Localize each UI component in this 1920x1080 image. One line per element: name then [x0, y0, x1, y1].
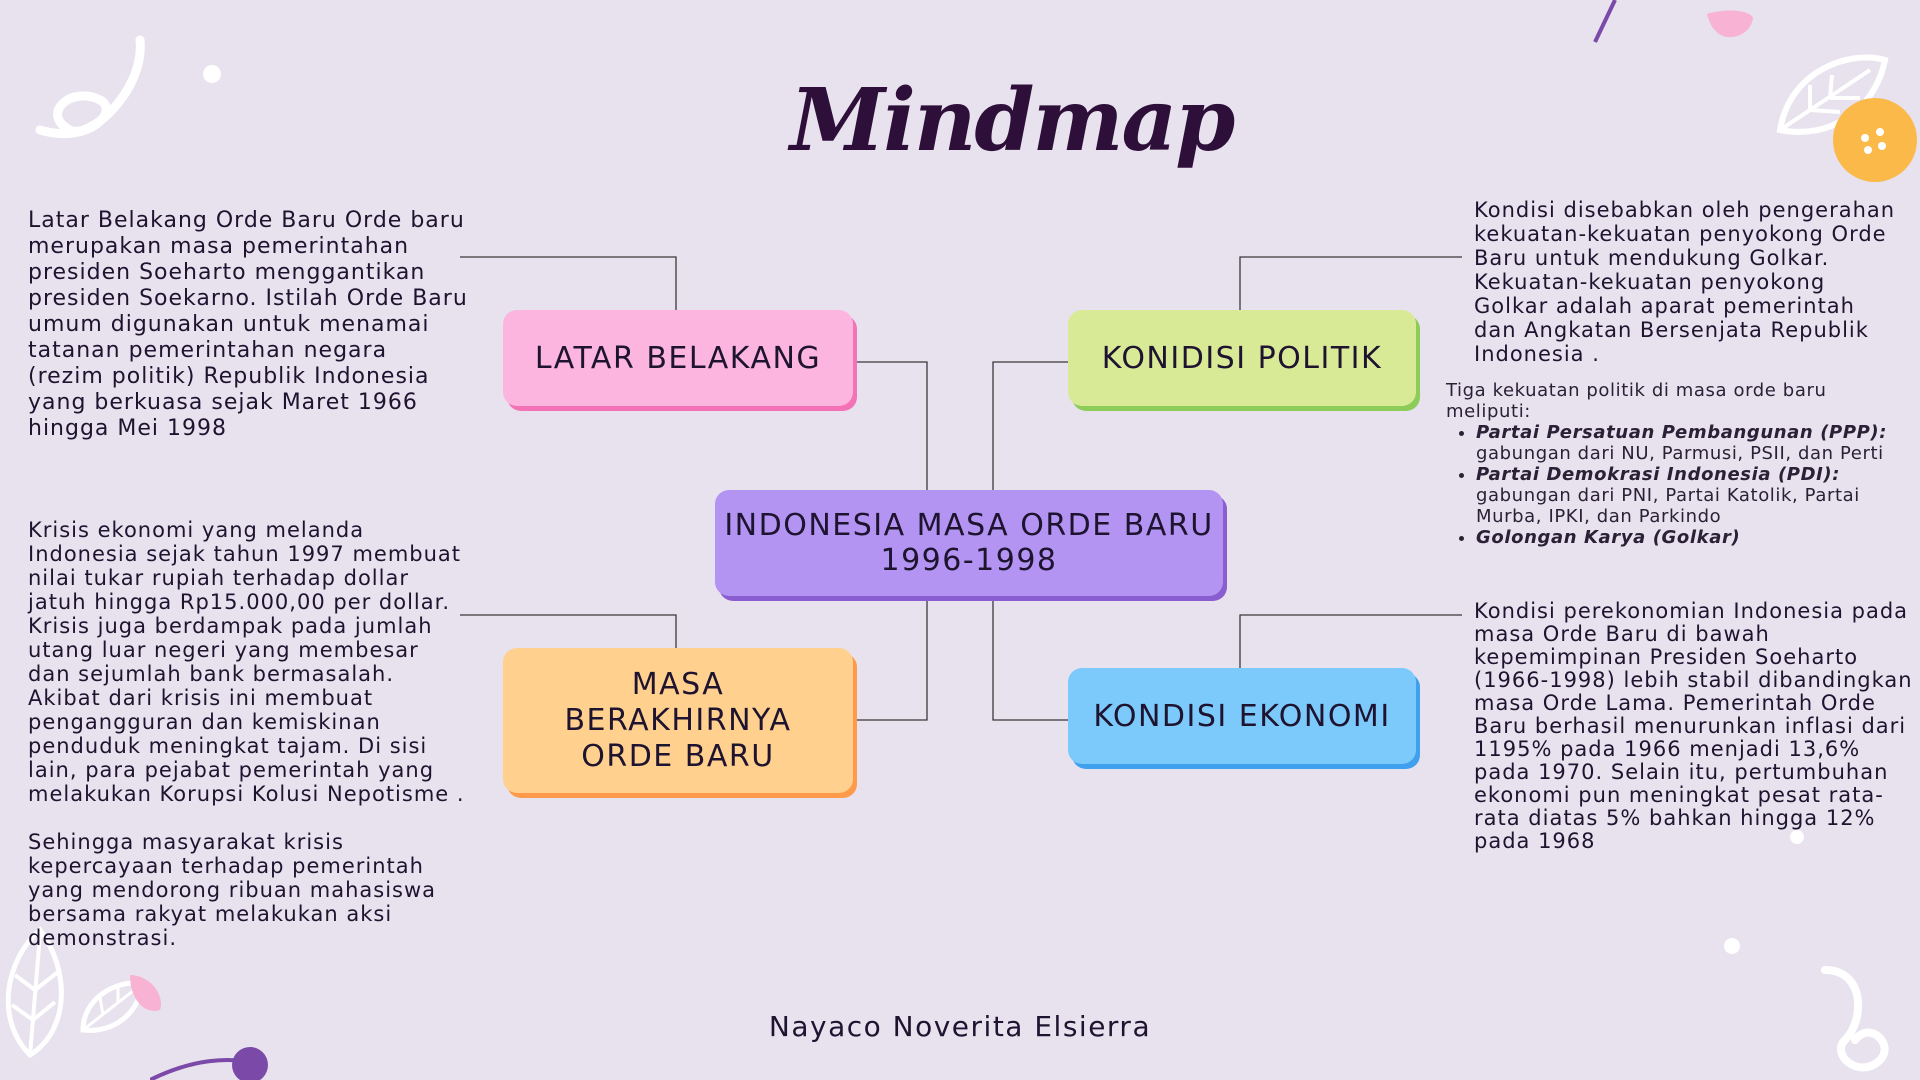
node-latar-belakang: LATAR BELAKANG	[503, 310, 853, 406]
kondisi-ekonomi-description: Kondisi perekonomian Indonesia pada masa…	[1474, 600, 1914, 853]
latar-belakang-description: Latar Belakang Orde Baru Orde baru merup…	[28, 208, 468, 442]
petal-decoration	[1707, 10, 1753, 38]
dot-decoration	[1724, 938, 1740, 954]
leaf-icon	[5, 926, 64, 1059]
node-kondisi-ekonomi-label: KONDISI EKONOMI	[1093, 698, 1391, 734]
kondisi-politik-text: Kondisi disebabkan oleh pengerahan kekua…	[1474, 198, 1896, 366]
petal-decoration	[130, 975, 161, 1011]
flower-icon	[1833, 98, 1917, 182]
list-item: Partai Persatuan Pembangunan (PPP): gabu…	[1476, 422, 1916, 464]
swirl-decoration	[35, 35, 145, 139]
swirl-decoration	[1821, 966, 1889, 1072]
node-latar-belakang-label: LATAR BELAKANG	[534, 340, 822, 376]
kondisi-politik-description: Kondisi disebabkan oleh pengerahan kekua…	[1474, 198, 1899, 366]
center-node: INDONESIA MASA ORDE BARU 1996-1998	[715, 490, 1223, 596]
stem-decoration	[1593, 0, 1617, 43]
masa-berakhirnya-description: Krisis ekonomi yang melanda Indonesia se…	[28, 518, 468, 950]
leaf-icon	[1776, 54, 1889, 135]
node-kondisi-politik: KONIDISI POLITIK	[1068, 310, 1416, 406]
author-name: Nayaco Noverita Elsierra	[768, 1010, 1152, 1043]
node-masa-berakhirnya: MASA BERAKHIRNYA ORDE BARU	[503, 648, 853, 793]
node-masa-berakhirnya-label: MASA BERAKHIRNYA ORDE BARU	[564, 666, 792, 774]
list-item: Partai Demokrasi Indonesia (PDI): gabung…	[1476, 464, 1916, 527]
flower-icon	[150, 1047, 268, 1080]
dot-decoration	[1790, 830, 1804, 844]
node-kondisi-ekonomi: KONDISI EKONOMI	[1068, 668, 1416, 764]
masa-berakhirnya-text-1: Krisis ekonomi yang melanda Indonesia se…	[28, 518, 465, 806]
node-kondisi-politik-label: KONIDISI POLITIK	[1101, 340, 1383, 376]
kondisi-ekonomi-text: Kondisi perekonomian Indonesia pada masa…	[1474, 599, 1913, 853]
politik-forces-intro: Tiga kekuatan politik di masa orde baru …	[1446, 380, 1827, 422]
page-title: Mindmap	[790, 70, 1235, 171]
dot-decoration	[203, 65, 221, 83]
politik-forces-list: Tiga kekuatan politik di masa orde baru …	[1446, 380, 1916, 548]
latar-belakang-text: Latar Belakang Orde Baru Orde baru merup…	[28, 208, 468, 441]
center-node-label: INDONESIA MASA ORDE BARU 1996-1998	[724, 508, 1214, 578]
list-item: Golongan Karya (Golkar)	[1476, 527, 1916, 548]
masa-berakhirnya-text-2: Sehingga masyarakat krisis kepercayaan t…	[28, 830, 437, 950]
